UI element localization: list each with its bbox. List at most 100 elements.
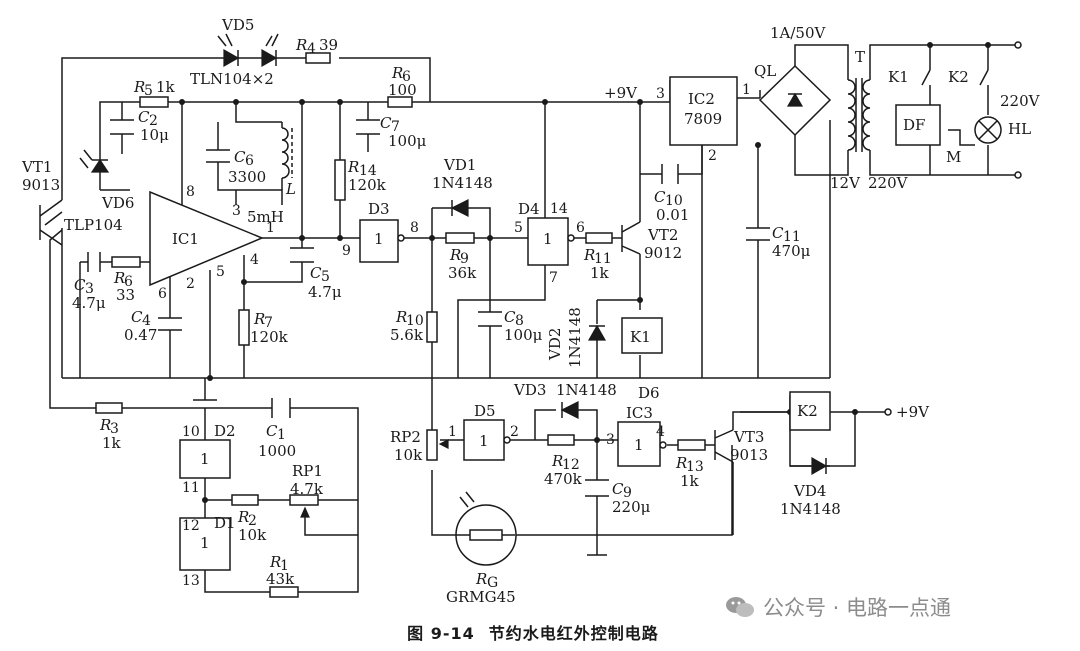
label-12v: 12V <box>830 174 861 192</box>
valve-df <box>895 104 941 146</box>
resistor-r14 <box>334 159 346 201</box>
label-c6-val: 3300 <box>228 168 266 186</box>
label-c2-val: 10μ <box>140 126 169 144</box>
label-k1-contact: K1 <box>888 68 909 86</box>
label-r4-sub: 4 <box>307 41 316 57</box>
label-c3-val: 4.7μ <box>72 294 106 312</box>
relay-k2 <box>789 391 831 431</box>
transistor-vt2 <box>621 221 641 255</box>
label-c1-val: 1000 <box>258 442 296 460</box>
gate-d1-symbol: 1 <box>200 534 210 552</box>
wechat-icon <box>725 595 755 619</box>
switch-k1 <box>921 69 931 86</box>
label-rp1: RP1 <box>292 462 323 480</box>
label-ql: QL <box>754 62 776 80</box>
label-c4-val: 0.47 <box>124 326 157 344</box>
resistor-r7 <box>238 309 250 346</box>
pin-d4-7: 7 <box>549 270 558 286</box>
label-c4: C <box>131 308 143 326</box>
gate-d1 <box>179 517 231 571</box>
pin-ic1-2: 2 <box>186 276 195 292</box>
label-vd6: VD6 <box>101 194 134 212</box>
label-plus9v: +9V <box>604 84 638 102</box>
label-c3-sub: 3 <box>85 281 94 297</box>
label-r4: R <box>295 36 307 54</box>
label-r2-val: 10k <box>238 526 267 544</box>
label-c5-val: 4.7μ <box>308 283 342 301</box>
pin-ic1-3: 3 <box>232 203 241 219</box>
figure-title: 节约水电红外控制电路 <box>488 624 659 643</box>
pin-d2-11: 11 <box>182 480 200 496</box>
label-k2-contact: K2 <box>948 68 969 86</box>
label-r9-sub: 9 <box>460 251 469 267</box>
gate-d4 <box>527 217 569 266</box>
watermark-text: 公众号 · 电路一点通 <box>763 596 952 620</box>
relay-k1 <box>621 317 663 354</box>
potentiometer-rp1 <box>289 494 319 518</box>
gate-d3 <box>359 219 399 263</box>
pin-d4-14: 14 <box>550 201 568 217</box>
component-labels: VD5 TLN104×2 R 4 39 R 5 1k R 6 100 C 2 1… <box>21 16 1041 606</box>
inductor-l <box>281 127 293 179</box>
pin-ic1-5: 5 <box>216 264 225 280</box>
diode-vd3 <box>560 401 579 419</box>
gate-d3-symbol: 1 <box>374 230 384 248</box>
resistor-r4 <box>305 52 331 64</box>
gate-d4-symbol: 1 <box>543 230 553 248</box>
label-r13: R <box>675 454 687 472</box>
label-r14-val: 120k <box>348 176 387 194</box>
gate-d6-bubble <box>659 441 667 449</box>
label-k2: K2 <box>797 402 818 420</box>
label-vd3: VD3 <box>513 381 546 399</box>
label-m: M <box>946 148 961 166</box>
capacitor-c7 <box>356 119 380 135</box>
label-ic1: IC1 <box>172 230 199 248</box>
diode-vd2 <box>587 324 607 341</box>
label-d2: D2 <box>214 422 236 440</box>
lamp-hl <box>974 116 1002 144</box>
label-rp2: RP2 <box>390 428 421 446</box>
pin-d4-6: 6 <box>576 220 585 236</box>
label-r12-sub: 12 <box>562 457 580 473</box>
label-d4: D4 <box>518 200 540 218</box>
label-r6-sub: 6 <box>402 69 411 85</box>
capacitor-c9 <box>585 479 609 497</box>
label-r11: R <box>583 246 595 264</box>
label-r12-val: 470k <box>544 470 583 488</box>
pin-ic2-1: 1 <box>742 82 751 98</box>
label-d6: D6 <box>638 384 660 402</box>
label-c9: C <box>612 480 624 498</box>
label-tlp104: TLP104 <box>64 216 123 234</box>
capacitor-c6 <box>206 149 230 163</box>
label-r6b-val: 33 <box>116 286 135 304</box>
label-r12: R <box>551 452 563 470</box>
capacitor-c10 <box>661 164 679 184</box>
label-l-val: 5mH <box>247 208 284 226</box>
label-plus9v-k2: +9V <box>896 403 930 421</box>
label-df: DF <box>903 116 925 134</box>
resistor-r9 <box>445 232 475 244</box>
label-c8: C <box>504 308 516 326</box>
transistor-vt3 <box>714 429 734 535</box>
label-c7: C <box>380 114 392 132</box>
label-c5-sub: 5 <box>321 269 330 285</box>
label-vt2-type: 9012 <box>644 244 682 262</box>
terminal-plus9v <box>884 408 892 416</box>
gate-d2 <box>179 439 231 479</box>
terminal-220v-b <box>1014 171 1022 179</box>
label-c2: C <box>138 108 150 126</box>
label-r4-val: 39 <box>319 36 338 54</box>
resistor-r12 <box>547 434 575 446</box>
label-r3: R <box>99 416 111 434</box>
resistor-r6 <box>387 96 413 108</box>
label-r7-val: 120k <box>250 328 289 346</box>
label-vt1: VT1 <box>21 158 52 176</box>
label-rp1-val: 4.7k <box>290 480 324 498</box>
label-r14-sub: 14 <box>359 163 377 179</box>
pin-numbers: 3 8 1 9 8 5 14 6 7 2 6 4 5 10 11 12 13 3… <box>158 82 751 589</box>
ic1-amplifier <box>149 190 264 287</box>
pin-ic1-4: 4 <box>250 252 259 268</box>
label-rating: 1A/50V <box>770 24 827 42</box>
pin-ic2-2: 2 <box>708 148 717 164</box>
label-r3-sub: 3 <box>110 421 119 437</box>
